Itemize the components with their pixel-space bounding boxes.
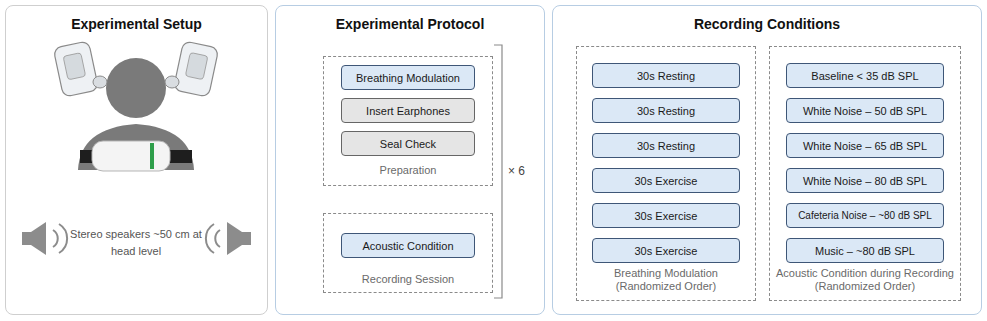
step-box: 30s Resting xyxy=(592,98,740,123)
dashed-group: Acoustic Condition during Recording (Ran… xyxy=(769,46,961,301)
dashed-group: Breathing Modulation (Randomized Order) 3… xyxy=(576,46,756,301)
step-box: White Noise – 80 dB SPL xyxy=(786,168,944,193)
right-earphone xyxy=(165,41,219,97)
step-box: 30s Exercise xyxy=(592,168,740,193)
left-earphone xyxy=(53,41,107,97)
step-label: 30s Exercise xyxy=(635,210,698,222)
step-label: 30s Exercise xyxy=(635,245,698,257)
step-box: Cafeteria Noise – ~80 dB SPL xyxy=(786,203,944,228)
step-label: Cafeteria Noise – ~80 dB SPL xyxy=(798,210,932,221)
step-label: White Noise – 50 dB SPL xyxy=(803,105,927,117)
repeat-count: × 6 xyxy=(508,163,538,180)
group-caption: Breathing Modulation (Randomized Order) xyxy=(581,267,751,293)
section-panel: Recording ConditionsBreathing Modulation… xyxy=(552,5,982,315)
speaker-note: Stereo speakers ~50 cm at head level xyxy=(62,226,210,260)
step-label: Breathing Modulation xyxy=(356,72,460,84)
step-box: Breathing Modulation xyxy=(341,65,475,90)
step-box: White Noise – 65 dB SPL xyxy=(786,133,944,158)
step-box: White Noise – 50 dB SPL xyxy=(786,98,944,123)
dashed-group: Preparation Breathing ModulationInsert Ea… xyxy=(323,56,493,186)
head-silhouette xyxy=(106,58,166,118)
device-stripe xyxy=(150,143,154,169)
section-panel: Experimental ProtocolPreparation Breathin… xyxy=(275,5,545,315)
step-label: 30s Exercise xyxy=(635,175,698,187)
step-box: 30s Exercise xyxy=(592,238,740,263)
step-label: Baseline < 35 dB SPL xyxy=(811,70,918,82)
group-caption: Recording Session xyxy=(328,273,488,286)
step-label: Acoustic Condition xyxy=(362,240,453,252)
step-label: Insert Earphones xyxy=(366,105,450,117)
chest-device xyxy=(92,141,170,171)
step-label: Music – ~80 dB SPL xyxy=(815,245,915,257)
step-box: Acoustic Condition xyxy=(341,233,475,258)
torso-silhouette xyxy=(78,124,194,170)
step-box: 30s Resting xyxy=(592,63,740,88)
dashed-group: Recording Session Acoustic Condition xyxy=(323,213,493,293)
step-label: Seal Check xyxy=(380,138,436,150)
step-box: 30s Exercise xyxy=(592,203,740,228)
left-speaker xyxy=(22,222,67,255)
step-label: White Noise – 80 dB SPL xyxy=(803,175,927,187)
panel-title: Recording Conditions xyxy=(553,16,981,32)
step-label: 30s Resting xyxy=(637,105,695,117)
step-box: Insert Earphones xyxy=(341,98,475,123)
step-box: Music – ~80 dB SPL xyxy=(786,238,944,263)
step-label: White Noise – 65 dB SPL xyxy=(803,140,927,152)
step-box: Seal Check xyxy=(341,131,475,156)
step-label: 30s Resting xyxy=(637,140,695,152)
step-box: Baseline < 35 dB SPL xyxy=(786,63,944,88)
panel-title: Experimental Protocol xyxy=(276,16,544,32)
right-speaker xyxy=(206,222,251,255)
repeat-bracket xyxy=(494,45,502,298)
group-caption: Preparation xyxy=(328,164,488,177)
step-box: 30s Resting xyxy=(592,133,740,158)
panel-title: Experimental Setup xyxy=(6,16,267,32)
group-caption: Acoustic Condition during Recording (Ran… xyxy=(774,267,956,293)
section-panel: Experimental Setup xyxy=(5,5,268,315)
step-label: 30s Resting xyxy=(637,70,695,82)
